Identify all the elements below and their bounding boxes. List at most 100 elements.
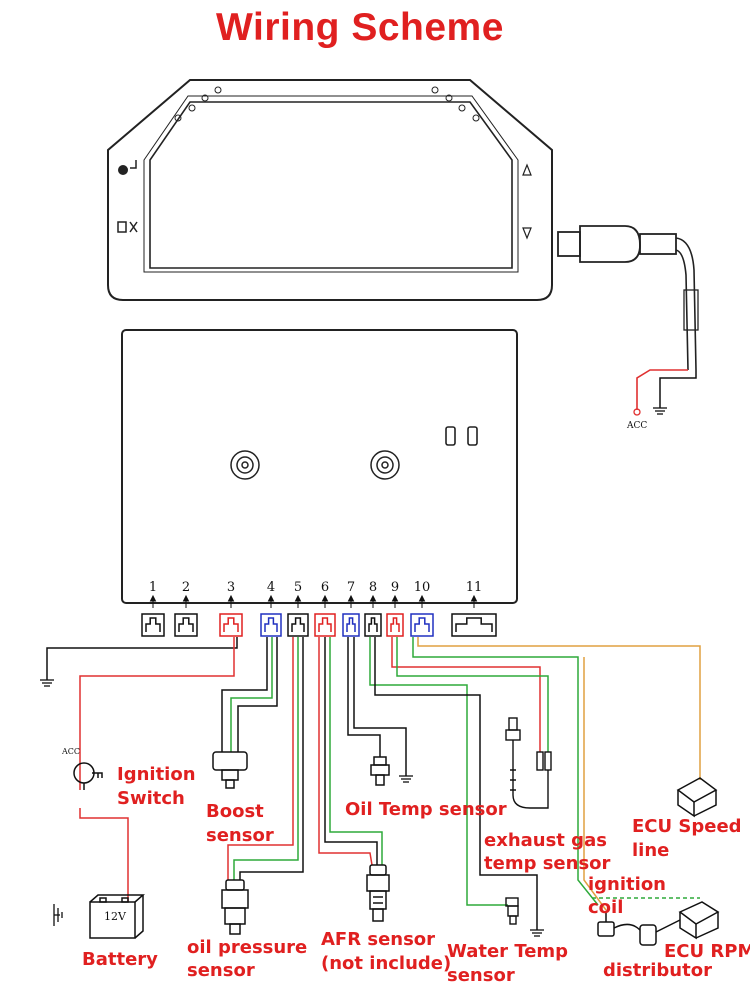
pin-arrowhead-5	[294, 594, 302, 602]
wire-switch-battery	[79, 808, 129, 902]
label-afr-line2: (not include)	[321, 953, 452, 974]
panel-switches	[445, 426, 478, 446]
wire-pin10-ecuspeed	[417, 637, 701, 780]
pin-number-5: 5	[293, 580, 303, 595]
pin-number-7: 7	[346, 580, 356, 595]
pin-number-4: 4	[266, 580, 276, 595]
pin-arrowhead-10	[418, 594, 426, 602]
wire-pin3-battery	[79, 637, 235, 790]
label-ecu-speed-line2: line	[632, 840, 670, 861]
pin-number-1: 1	[148, 580, 158, 595]
wire-pin4-boost-c	[237, 637, 278, 752]
ignition-switch-icon	[73, 762, 103, 790]
label-ecu-speed-line1: ECU Speed	[632, 816, 742, 837]
label-boost-line1: Boost	[206, 801, 264, 822]
label-ecu-rpm: ECU RPM	[664, 941, 750, 962]
connector-pin-9	[386, 613, 404, 637]
wire-pin5-oilpress-b	[233, 637, 299, 880]
label-oil-pressure-line2: sensor	[187, 960, 255, 981]
mount-knob-left	[230, 450, 260, 480]
down-arrow-icon	[522, 227, 532, 240]
label-exhaust-line2: temp sensor	[484, 853, 611, 874]
label-ignition-coil-line2: coil	[588, 897, 624, 918]
connector-pin-10	[410, 613, 434, 637]
label-afr-line1: AFR sensor	[321, 929, 436, 950]
ecu-rpm-box-icon	[678, 901, 720, 940]
ground-symbol-oiltemp	[399, 775, 413, 783]
pin-number-11: 11	[465, 580, 483, 595]
ground-symbol-battery	[53, 904, 63, 926]
battery-voltage-label: 12V	[104, 910, 127, 923]
wire-pin8-watertemp-a	[369, 637, 508, 906]
label-water-temp-line2: sensor	[447, 965, 515, 986]
acc-label-switch: ACC	[61, 747, 80, 756]
pin-number-9: 9	[390, 580, 400, 595]
wire-pin7-oiltemp-gnd	[353, 637, 407, 776]
enter-icon	[130, 160, 137, 169]
label-battery: Battery	[82, 949, 158, 970]
usb-plug	[557, 225, 699, 371]
settings-icon	[118, 165, 128, 175]
ecu-speed-box-icon	[676, 777, 718, 818]
wire-pin4-boost-b	[230, 637, 273, 752]
pin-arrowhead-3	[227, 594, 235, 602]
label-ignition-switch-line1: Ignition	[117, 764, 196, 785]
afr-sensor-icon	[366, 864, 390, 922]
pin-arrowhead-6	[321, 594, 329, 602]
boost-sensor-icon	[212, 751, 248, 789]
pin-arrowhead-7	[347, 594, 355, 602]
connector-pin-7	[342, 613, 360, 637]
oil-pressure-sensor-icon	[221, 879, 249, 935]
label-boost-line2: sensor	[206, 825, 274, 846]
pin-arrowhead-11	[470, 594, 478, 602]
label-distributor: distributor	[603, 960, 712, 981]
label-ignition-switch-line2: Switch	[117, 788, 185, 809]
connector-pin-5	[287, 613, 309, 637]
connector-pin-1	[141, 613, 165, 637]
wire-pin9-exhaust-a	[391, 637, 541, 752]
delete-icon	[117, 221, 138, 233]
ground-symbols	[40, 679, 544, 937]
wire-pin5-oilpress-a	[227, 637, 294, 880]
connector-pin-11	[451, 613, 497, 637]
wire-pin6-afr-b	[324, 637, 378, 865]
label-oil-temp: Oil Temp sensor	[345, 799, 507, 820]
wire-pin8-watertemp-b	[374, 637, 538, 930]
ground-symbol-cable	[653, 407, 667, 415]
ground-symbol-watertemp	[530, 929, 544, 937]
wire-pin4-boost-a	[221, 637, 268, 752]
wire-pin10-rpm	[583, 657, 607, 911]
connector-pin-4	[260, 613, 282, 637]
pin-arrows	[149, 594, 478, 608]
distributor-icon	[597, 912, 681, 946]
connector-pin-8	[364, 613, 382, 637]
pin-number-2: 2	[181, 580, 191, 595]
oil-temp-sensor-icon	[370, 756, 390, 786]
battery-icon	[89, 894, 145, 939]
label-ignition-coil-line1: ignition	[588, 874, 666, 895]
wire-pin10-coil	[412, 637, 599, 906]
pin-number-8: 8	[368, 580, 378, 595]
label-water-temp-line1: Water Temp	[447, 941, 569, 962]
wire-pin3-ground	[46, 637, 238, 680]
pin-arrowhead-2	[182, 594, 190, 602]
mount-knob-right	[370, 450, 400, 480]
acc-label-cable: ACC	[626, 421, 647, 431]
connector-pin-3	[219, 613, 243, 637]
wires	[46, 637, 701, 930]
label-oil-pressure-line1: oil pressure	[187, 937, 308, 958]
rear-panel	[121, 329, 518, 604]
pin-arrowhead-8	[369, 594, 377, 602]
label-exhaust-line1: exhaust gas	[484, 830, 607, 851]
pin-number-6: 6	[320, 580, 330, 595]
diagram-title: Wiring Scheme	[216, 6, 504, 49]
up-arrow-icon	[522, 163, 532, 176]
dash-leds	[174, 86, 480, 122]
water-temp-sensor-icon	[505, 897, 519, 925]
acc-wire	[636, 369, 688, 410]
wire-pin6-afr-c	[329, 637, 383, 865]
wire-pin5-oilpress-c	[239, 637, 304, 880]
ground-wire-cable	[659, 370, 697, 408]
pin-number-3: 3	[226, 580, 236, 595]
pin-arrowhead-4	[267, 594, 275, 602]
